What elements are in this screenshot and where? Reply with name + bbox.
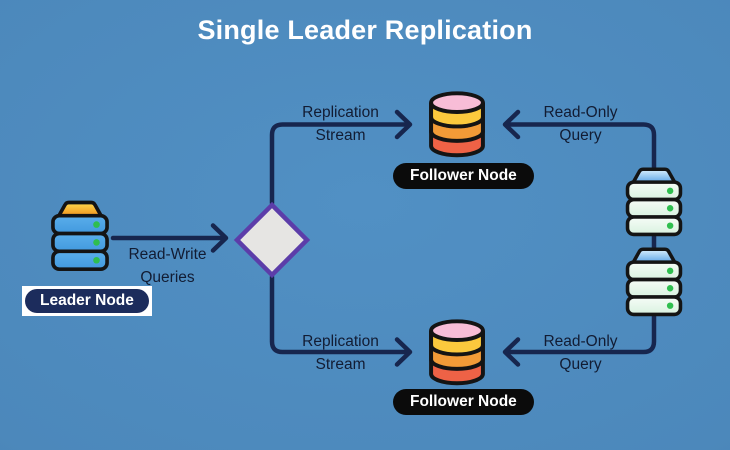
router-diamond-shape — [233, 201, 311, 279]
db-lid — [429, 319, 485, 343]
replication-bottom-line — [269, 274, 410, 355]
edge-label-line: Query — [559, 356, 602, 373]
server-bay — [625, 295, 683, 317]
leader-node-pill: Leader Node — [25, 289, 149, 313]
replication-top-line — [269, 122, 410, 206]
edge-label-line: Queries — [140, 269, 195, 286]
read-only-bottom-arrowhead — [502, 337, 521, 367]
leader-server-icon — [47, 199, 113, 272]
status-led — [666, 302, 674, 309]
diagram-title: Single Leader Replication — [197, 15, 533, 45]
leader-node-label: Leader Node — [22, 286, 152, 316]
edge-label-line: Read-Only — [543, 104, 618, 121]
db-lid — [429, 91, 485, 115]
edge-label-line: Query — [559, 127, 602, 144]
status-led — [666, 285, 674, 292]
read-write-queries-label: Read-Write Queries — [105, 243, 230, 289]
status-led — [666, 187, 674, 195]
server-bay — [51, 249, 109, 271]
follower-db-bottom-icon — [421, 316, 493, 390]
follower-node-bottom-label: Follower Node — [393, 389, 534, 415]
status-led — [93, 221, 100, 228]
edge-label-line: Read-Write — [128, 246, 207, 263]
replication-top-arrowhead — [394, 109, 413, 140]
status-led — [93, 256, 100, 264]
read-only-query-top-label: Read-Only Query — [518, 101, 643, 147]
status-led — [666, 222, 674, 229]
replica-server-bottom-icon — [619, 246, 689, 317]
replication-bottom-arrowhead — [394, 337, 413, 367]
edge-label-line: Stream — [315, 127, 366, 144]
replica-server-top-icon — [619, 166, 689, 237]
server-bay — [625, 215, 683, 237]
read-only-query-bottom-label: Read-Only Query — [518, 330, 643, 376]
edge-label-line: Stream — [315, 356, 366, 373]
status-led — [666, 267, 674, 275]
follower-db-top-icon — [421, 88, 493, 162]
read-write-arrowhead — [210, 223, 229, 253]
follower-node-top-label: Follower Node — [393, 163, 534, 189]
status-led — [666, 205, 674, 212]
edge-label-line: Read-Only — [543, 333, 618, 350]
replication-stream-bottom-label: Replication Stream — [278, 330, 403, 376]
read-only-loop-line — [503, 122, 657, 355]
read-only-top-arrowhead — [502, 109, 521, 140]
status-led — [93, 239, 100, 246]
edge-label-line: Replication — [302, 104, 379, 121]
replication-stream-top-label: Replication Stream — [278, 101, 403, 147]
edge-label-line: Replication — [302, 333, 379, 350]
